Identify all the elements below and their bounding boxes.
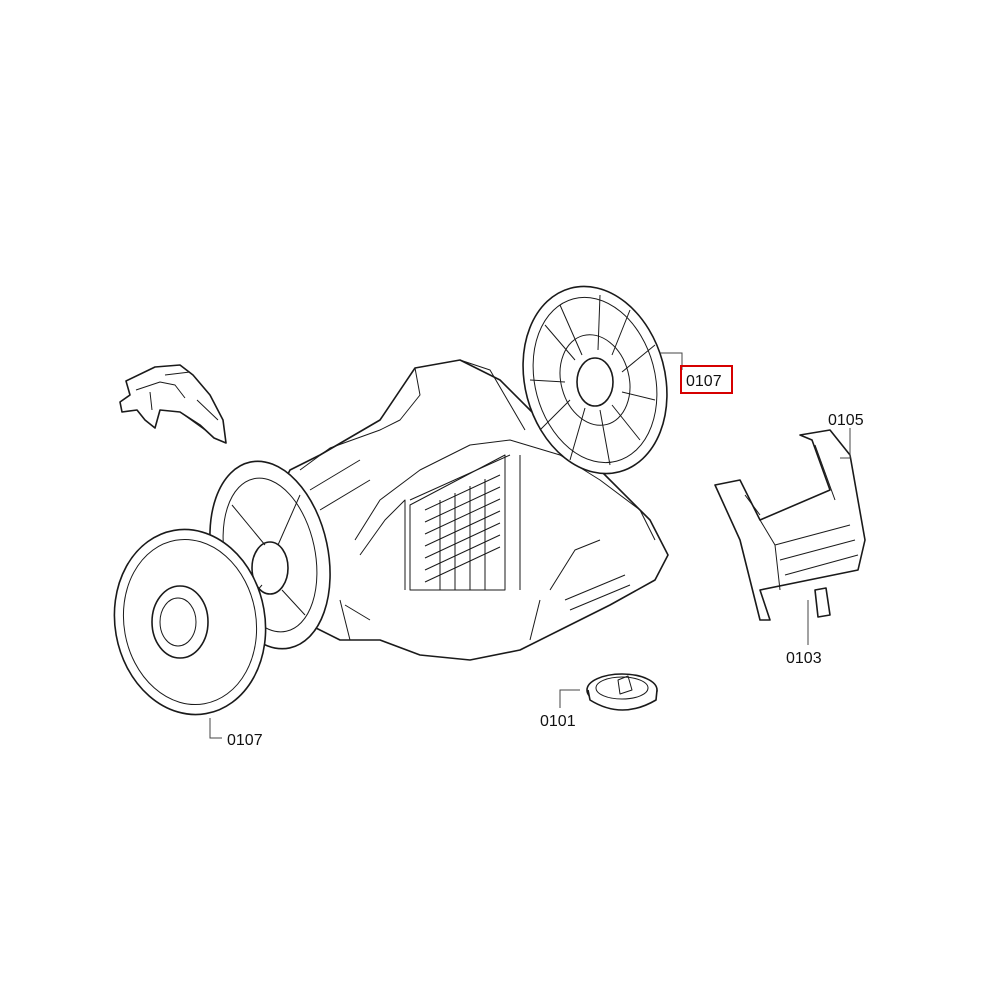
leader-lines — [209, 352, 851, 739]
wheel-right — [522, 285, 668, 475]
bracket-part — [119, 364, 227, 444]
label-cap: 0101 — [540, 713, 576, 730]
wheel-left — [113, 528, 267, 716]
label-wheel-left: 0107 — [227, 732, 263, 749]
label-wheel-right: 0107 — [686, 373, 722, 390]
pad-part — [814, 587, 831, 618]
highlight-box — [680, 365, 733, 394]
cap-part — [586, 673, 658, 711]
label-cover: 0105 — [828, 412, 864, 429]
cover-frame-part — [714, 429, 866, 621]
label-pad: 0103 — [786, 650, 822, 667]
